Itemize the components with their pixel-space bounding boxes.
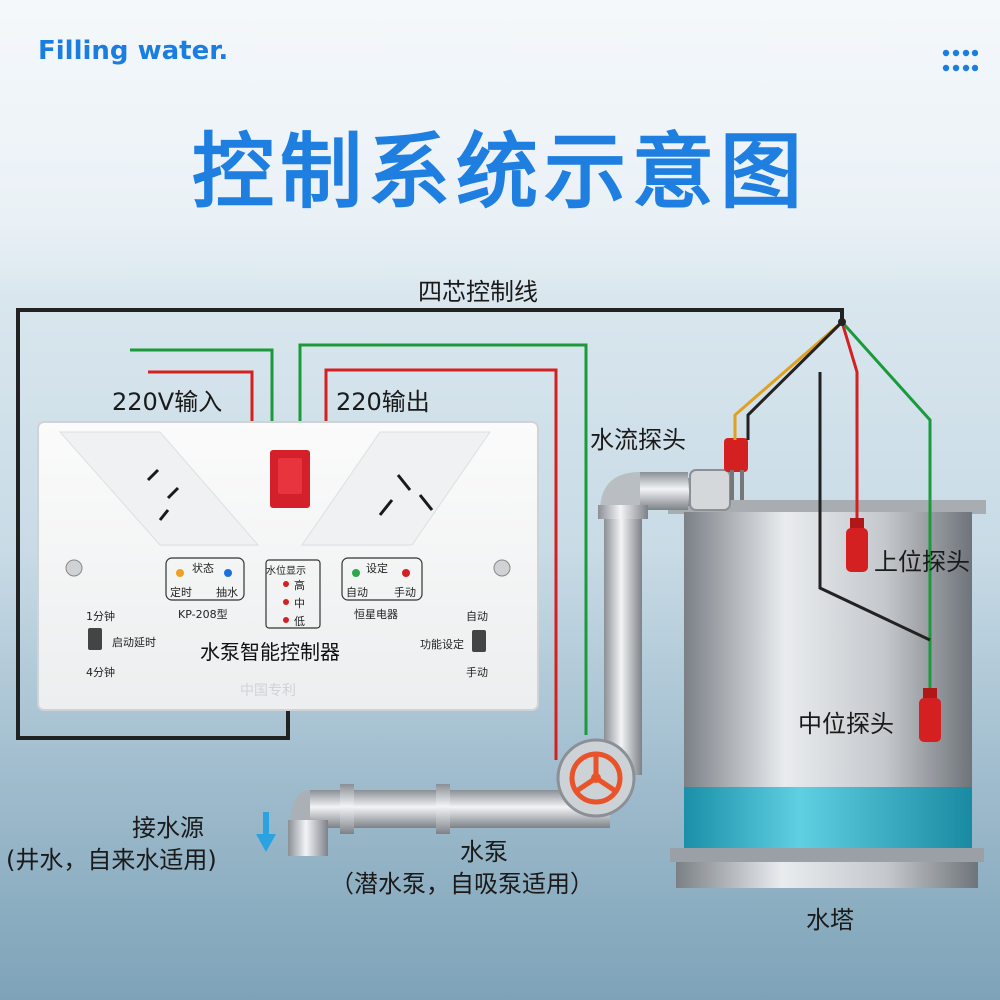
input-220v-label: 220V输入 [112, 388, 223, 416]
function-setting-label: 功能设定 [420, 638, 464, 651]
flow-probe-label: 水流探头 [590, 426, 686, 454]
model-label: KP-208型 [178, 608, 228, 621]
four-core-wire [16, 308, 844, 740]
manual-label: 手动 [394, 586, 416, 599]
auto-mode-label: 自动 [466, 610, 488, 623]
middle-probe-label: 中位探头 [798, 710, 894, 738]
pump-label: 水泵 [460, 838, 508, 866]
grid-dots-icon [942, 49, 978, 72]
maker-label: 恒星电器 [354, 608, 398, 621]
level-low-label: 低 [294, 615, 305, 628]
water-source-note: (井水，自来水适用) [6, 846, 217, 874]
controller-name: 水泵智能控制器 [200, 640, 340, 664]
timing-label: 定时 [170, 586, 192, 599]
water-source-label: 接水源 [132, 814, 204, 842]
level-high-label: 高 [294, 579, 305, 592]
start-delay-label: 启动延时 [112, 636, 156, 649]
flow-probe [689, 438, 748, 511]
arrow-down-icon [256, 812, 276, 852]
page-title: 控制系统示意图 [191, 125, 808, 220]
controller-panel [37, 421, 539, 711]
output-220-label: 220输出 [336, 388, 430, 416]
patent-label: 中国专利 [240, 683, 296, 699]
pump-note: （潜水泵，自吸泵适用） [330, 870, 594, 898]
water-tower [668, 500, 986, 888]
pump [556, 738, 636, 818]
output-wire-red [324, 368, 558, 760]
status-label: 状态 [192, 562, 214, 575]
one-minute-label: 1分钟 [86, 610, 115, 623]
middle-probe [919, 688, 941, 742]
level-mid-label: 中 [294, 597, 305, 610]
level-display-label: 水位显示 [266, 566, 306, 577]
setting-label: 设定 [366, 562, 388, 575]
input-wire-red [148, 370, 254, 425]
auto-label: 自动 [346, 586, 368, 599]
four-core-wire-label: 四芯控制线 [418, 278, 538, 306]
pumping-label: 抽水 [216, 586, 238, 599]
output-wire-green [298, 343, 588, 735]
four-minute-label: 4分钟 [86, 666, 115, 679]
input-wire-green [130, 348, 274, 425]
upper-probe-label: 上位探头 [874, 548, 970, 576]
manual-mode-label: 手动 [466, 666, 488, 679]
brand-text: Filling water. [38, 36, 229, 66]
upper-probe [846, 518, 868, 572]
tower-label: 水塔 [806, 906, 854, 934]
